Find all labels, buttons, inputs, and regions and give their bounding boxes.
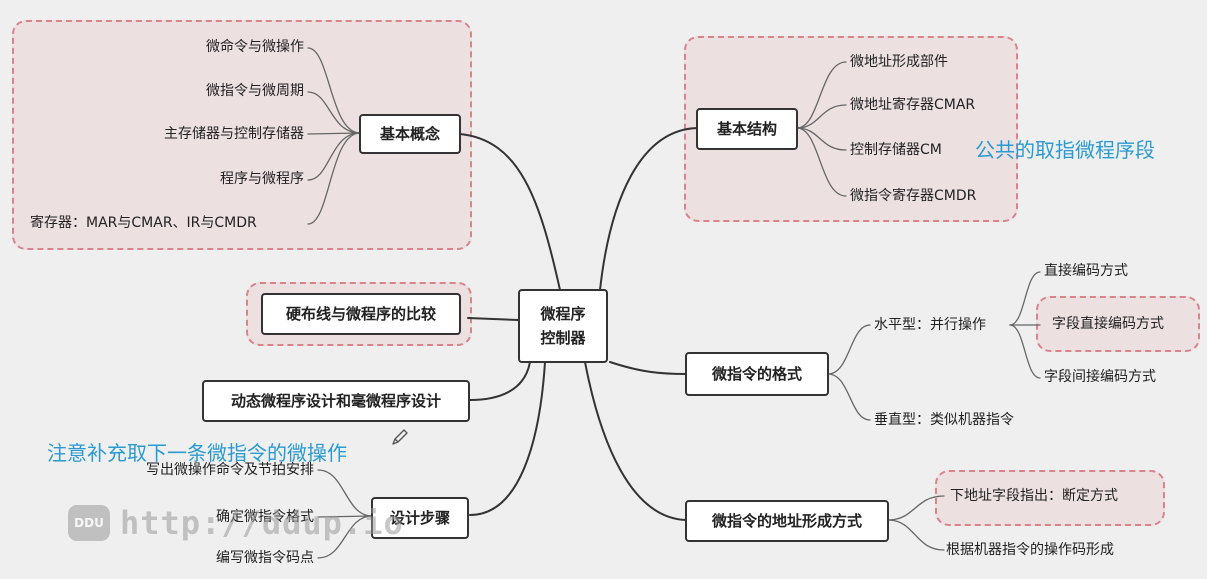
address-item-1: 下地址字段指出：断定方式 [950,488,1118,504]
concept-item-5: 寄存器：MAR与CMAR、IR与CMDR [30,215,257,231]
field-direct-region [1036,296,1200,352]
next-address-region [935,470,1165,526]
pencil-icon [392,429,408,445]
center-line2: 控制器 [540,329,586,347]
watermark: DDU http://ddup.io [68,504,404,542]
design-step-1: 写出微操作命令及节拍安排 [146,462,314,478]
watermark-text: http://ddup.io [120,504,404,542]
center-line1: 微程序 [540,305,586,323]
structure-item-3: 控制存储器CM [850,142,942,158]
concept-item-1: 微命令与微操作 [206,39,304,55]
address-item-2: 根据机器指令的操作码形成 [946,542,1114,558]
basic-concepts-node: 基本概念 [359,114,461,154]
encoding-item-1: 直接编码方式 [1044,263,1128,279]
concept-item-4: 程序与微程序 [220,171,304,187]
address-node: 微指令的地址形成方式 [685,500,889,542]
comparison-node: 硬布线与微程序的比较 [261,293,461,335]
structure-note: 公共的取指微程序段 [975,138,1155,162]
format-node: 微指令的格式 [685,352,829,396]
concept-item-2: 微指令与微周期 [206,83,304,99]
structure-item-2: 微地址寄存器CMAR [850,97,976,113]
basic-structure-node: 基本结构 [696,108,798,150]
design-step-2: 确定微指令格式 [216,509,314,525]
structure-item-1: 微地址形成部件 [850,54,948,70]
center-node: 微程序 控制器 [518,289,608,363]
design-steps-node: 设计步骤 [371,497,469,539]
design-note: 注意补充取下一条微指令的微操作 [47,441,347,465]
vertical-type: 垂直型：类似机器指令 [874,412,1014,428]
encoding-item-2: 字段直接编码方式 [1052,316,1164,332]
encoding-item-3: 字段间接编码方式 [1044,369,1156,385]
dynamic-design-node: 动态微程序设计和毫微程序设计 [202,380,470,422]
structure-item-4: 微指令寄存器CMDR [850,188,977,204]
design-step-3: 编写微指令码点 [216,550,314,566]
concept-item-3: 主存储器与控制存储器 [164,126,304,142]
watermark-logo: DDU [68,505,110,541]
horizontal-type: 水平型：并行操作 [874,317,986,333]
